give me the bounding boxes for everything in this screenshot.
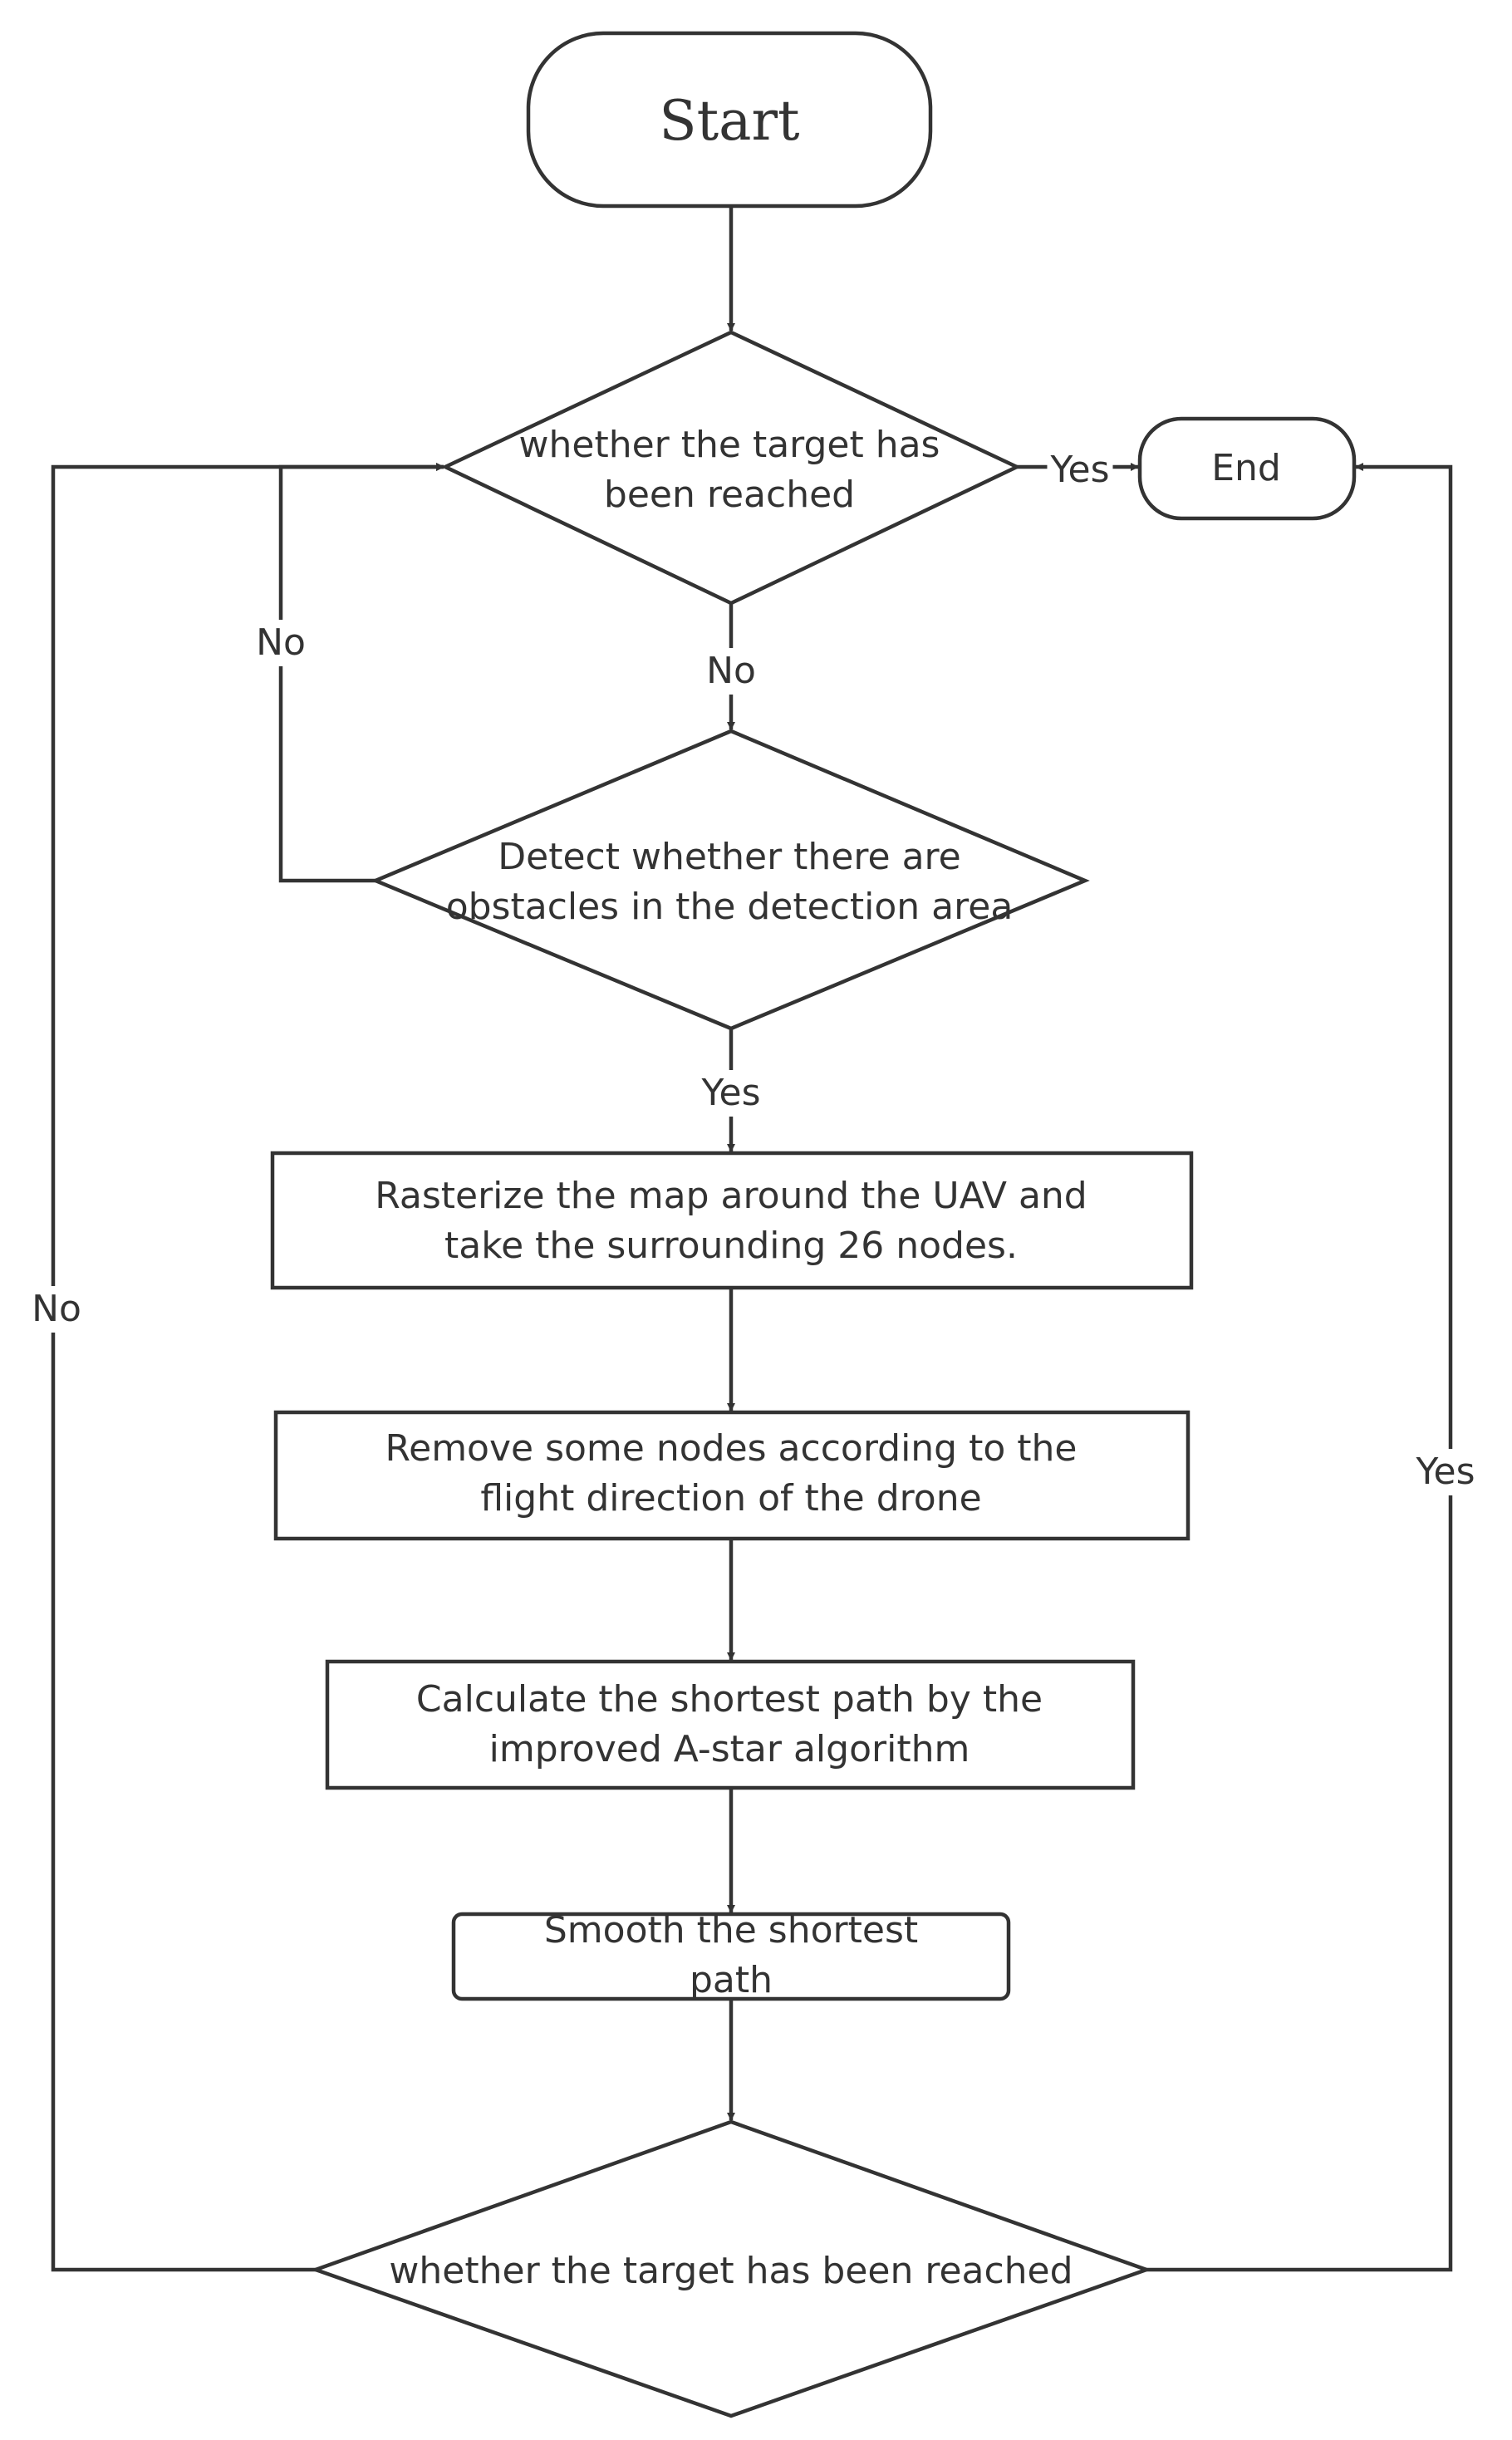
process-calculate-path-label: Calculate the shortest path by the impro…: [416, 1675, 1043, 1775]
end-terminal: [1137, 416, 1357, 521]
process-remove-nodes-line-1: Remove some nodes according to the: [385, 1427, 1078, 1470]
process-rasterize: [270, 1151, 1194, 1290]
edge-label-top-yes: Yes: [1047, 447, 1113, 493]
decision-target-reached-top-line-2: been reached: [603, 474, 856, 516]
decision-detect-obstacles-line-2: obstacles in the detection area: [445, 886, 1014, 928]
process-rasterize-label: Rasterize the map around the UAV and tak…: [375, 1171, 1087, 1271]
process-remove-nodes: [273, 1410, 1190, 1541]
connector-bottom-yes: [1146, 463, 1453, 2272]
decision-detect-obstacles-line-1: Detect whether there are: [498, 836, 961, 878]
process-smooth-path-line-2: path: [689, 1959, 773, 2001]
edge-label-detect-no: No: [253, 620, 309, 666]
process-remove-nodes-label: Remove some nodes according to the fligh…: [385, 1424, 1078, 1524]
process-remove-nodes-line-2: flight direction of the drone: [480, 1477, 982, 1519]
process-smooth-path-line-1: Smooth the shortest: [543, 1909, 919, 1952]
decision-target-reached-top-line-1: whether the target has: [518, 424, 940, 466]
decision-detect-obstacles-label: Detect whether there are obstacles in th…: [446, 832, 1014, 932]
connector-bottom-no: [51, 463, 444, 2272]
edge-label-top-no: No: [703, 648, 759, 695]
connector-detect-no: [278, 463, 444, 883]
process-calculate-path-line-2: improved A-star algorithm: [488, 1728, 970, 1770]
process-rasterize-line-2: take the surrounding 26 nodes.: [444, 1225, 1018, 1267]
end-label: End: [1211, 447, 1281, 489]
edge-label-bottom-no: No: [28, 1286, 85, 1333]
decision-target-reached-top-label: whether the target has been reached: [519, 420, 940, 520]
process-rasterize-line-1: Rasterize the map around the UAV and: [375, 1175, 1087, 1217]
process-calculate-path-line-1: Calculate the shortest path by the: [415, 1678, 1043, 1721]
edge-label-bottom-yes: Yes: [1412, 1449, 1479, 1495]
edge-label-detect-yes: Yes: [698, 1070, 764, 1117]
decision-target-reached-bottom-label: whether the target has been reached: [389, 2250, 1073, 2292]
start-label: Start: [659, 89, 800, 153]
decision-target-reached-bottom: [310, 2119, 1152, 2418]
process-smooth-path-label: Smooth the shortest path: [544, 1906, 918, 2006]
